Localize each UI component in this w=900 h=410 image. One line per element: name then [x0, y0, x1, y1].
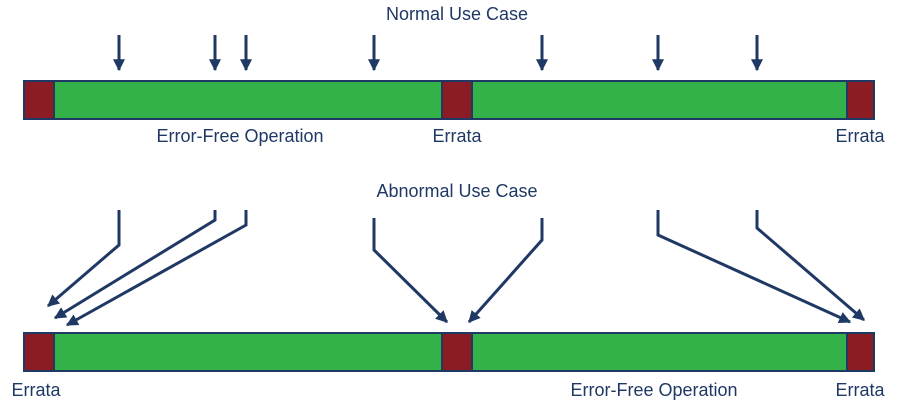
- normal-errata-right-label: Errata: [835, 126, 885, 146]
- abnormal-arrow-2: [53, 210, 217, 320]
- abnormal-arrow-4: [372, 218, 449, 324]
- normal-errata-block-left: [23, 80, 55, 120]
- abnormal-timeline-bar: [23, 332, 875, 372]
- normal-errata-block-right: [846, 80, 875, 120]
- abnormal-errata-left-label: Errata: [11, 380, 61, 400]
- abnormal-arrows: [47, 210, 865, 327]
- normal-error-free-label: Error-Free Operation: [156, 126, 323, 146]
- normal-use-case-title: Normal Use Case: [386, 4, 528, 24]
- normal-arrows: [113, 35, 763, 72]
- normal-timeline-bar: [23, 80, 875, 120]
- abnormal-arrow-5: [467, 218, 544, 323]
- abnormal-use-case-title: Abnormal Use Case: [376, 181, 537, 201]
- abnormal-errata-block-middle: [441, 332, 473, 372]
- abnormal-arrow-3: [65, 210, 248, 327]
- abnormal-errata-block-right: [846, 332, 875, 372]
- abnormal-arrow-6: [656, 210, 852, 324]
- abnormal-errata-block-left: [23, 332, 55, 372]
- normal-errata-middle-label: Errata: [432, 126, 482, 146]
- abnormal-error-free-label: Error-Free Operation: [570, 380, 737, 400]
- abnormal-errata-right-label: Errata: [835, 380, 885, 400]
- abnormal-arrow-1: [47, 210, 121, 308]
- abnormal-arrow-7: [755, 210, 865, 322]
- normal-errata-block-middle: [441, 80, 473, 120]
